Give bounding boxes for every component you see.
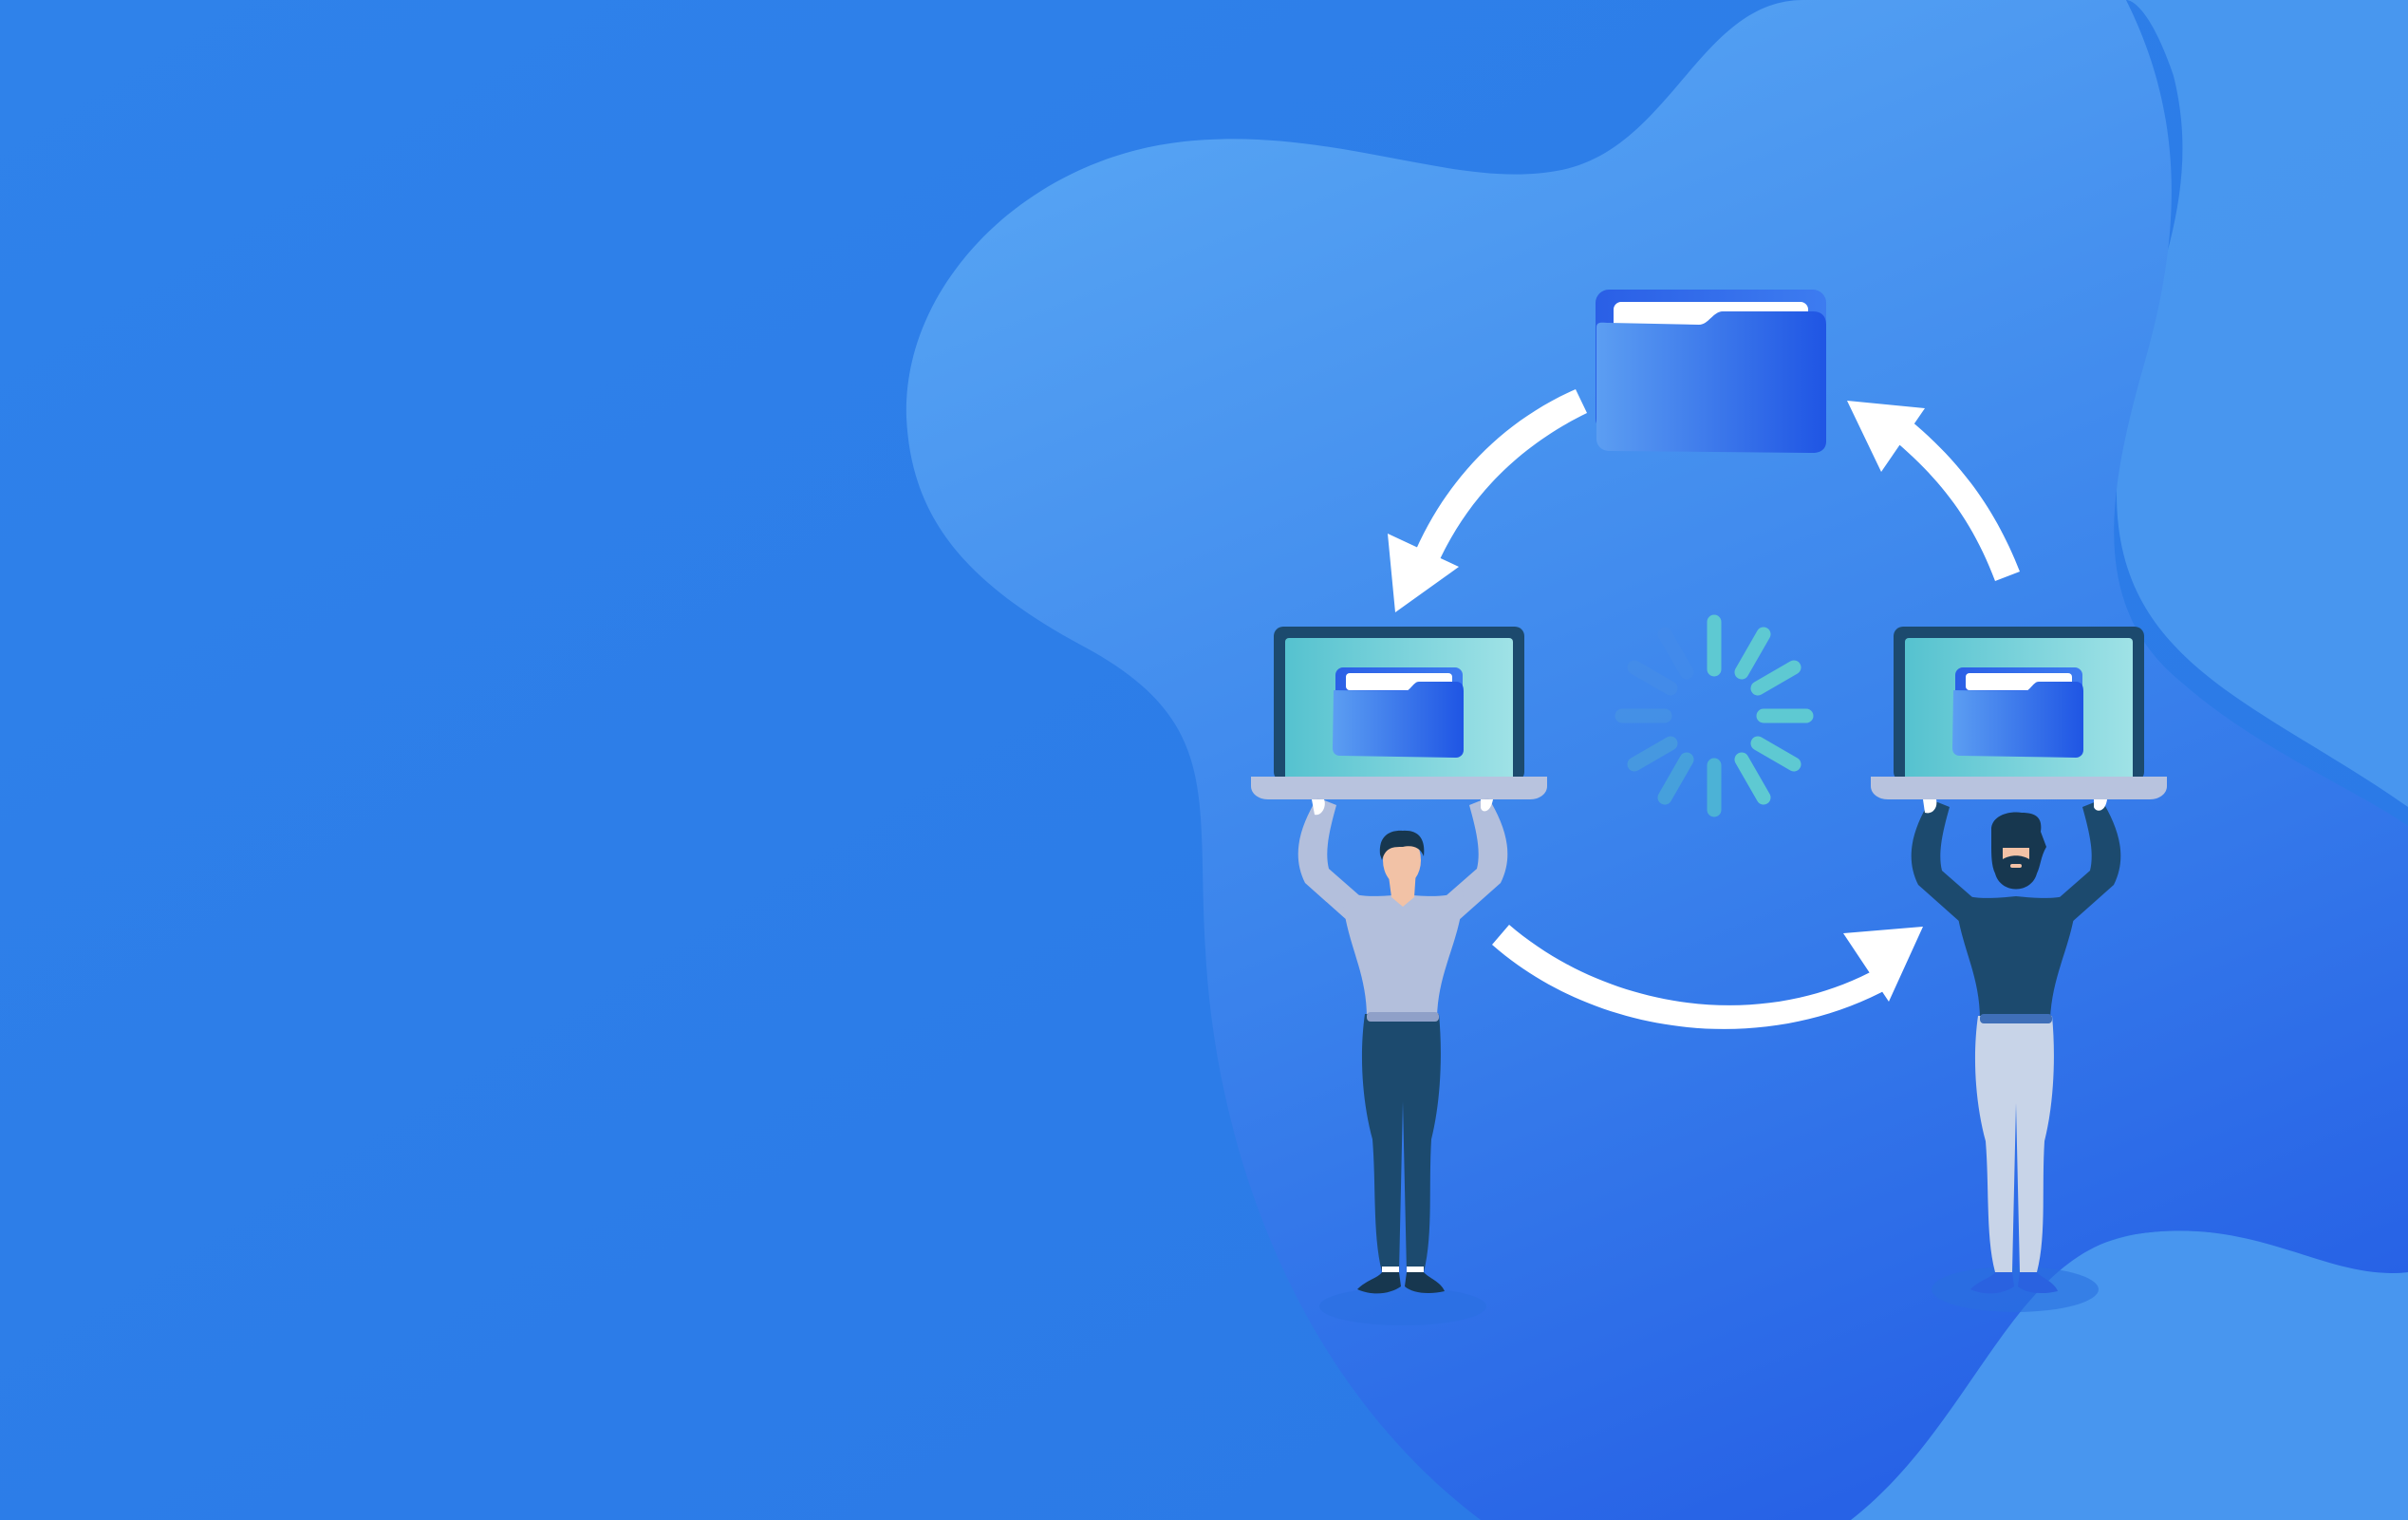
sync-arrow-icon <box>1388 389 1587 612</box>
sync-arrow-icon <box>1847 401 2020 581</box>
loading-spinner-icon <box>1615 614 1814 817</box>
sync-arrow-icon <box>1492 925 1923 1029</box>
folder-icon <box>1952 667 2083 758</box>
folder-icon <box>1333 667 1464 758</box>
folder-icon <box>1596 290 1826 453</box>
laptop-icon <box>1871 627 2167 799</box>
laptop-icon <box>1251 627 1547 799</box>
background-blob-back <box>1538 0 2408 1520</box>
person-figure <box>1911 799 2121 1312</box>
person-figure <box>1297 798 1508 1325</box>
